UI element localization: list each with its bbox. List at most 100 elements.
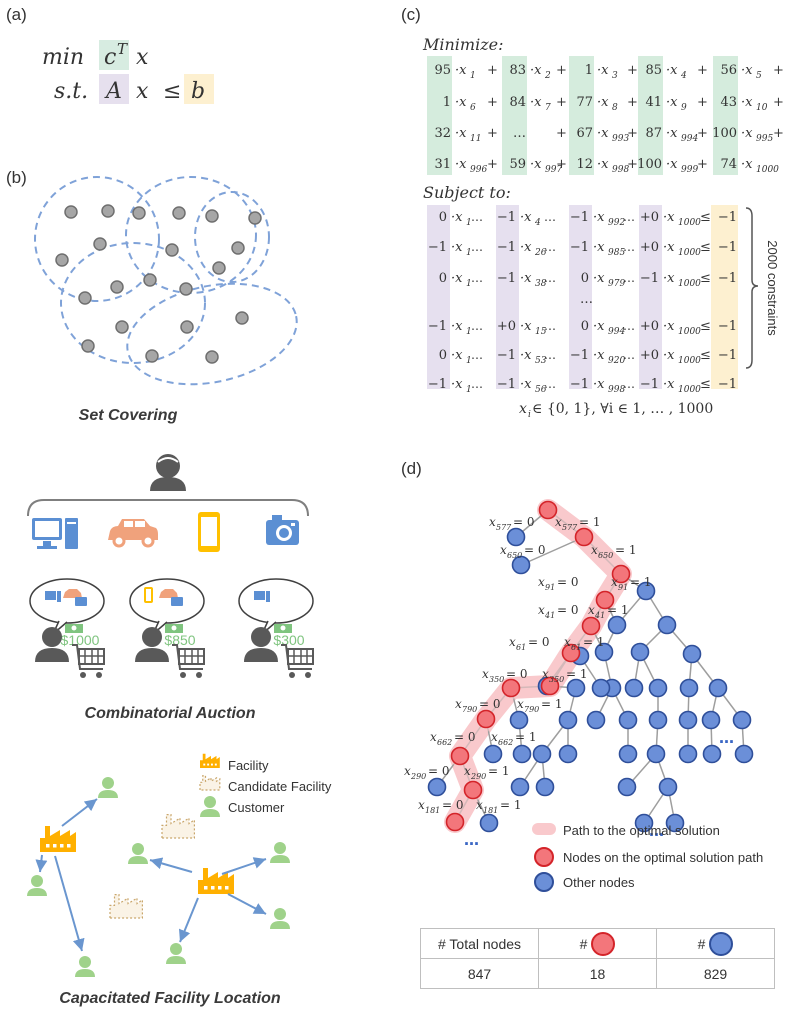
constraint-var-sub: 985 [608,248,625,258]
tree-node-optimal [445,812,465,832]
element-point [115,320,129,334]
tree-node-optimal [561,643,581,663]
element-point [180,320,194,334]
constraint-var-sub: 1 [466,218,472,228]
branch-label-var: x [404,764,411,778]
computer-icon [32,518,78,549]
tree-node-other [535,777,555,797]
mini-computer-icon [254,591,265,600]
total-nodes-value: 847 [420,958,539,989]
tree-node-optimal [574,527,594,547]
coef-column-highlight [713,56,738,175]
leq-sign: ≤ [700,348,711,363]
constraint-column-highlight [639,205,662,389]
constraint-var: ·x [520,271,532,286]
constraint-coef: −1 [497,377,516,392]
constraint-var-sub: 1 [466,327,472,337]
constraint-coef: −1 [497,271,516,286]
objective-var: ·x [666,63,678,78]
facility-diagram [27,753,290,977]
branch-label-var: x [464,764,471,778]
ellipsis-text: … [471,377,483,391]
constraint-coef: −1 [570,377,589,392]
constraint-column-highlight [427,205,450,389]
tree-node-other [665,813,685,833]
b-highlight [184,74,214,104]
constraint-var: ·x [593,319,605,334]
branch-label-value: = 0 [506,667,528,681]
customer-icon [270,842,290,863]
plus-sign: + [627,157,638,172]
hash-red: # [579,935,588,952]
constraint-var-sub: 998 [608,385,625,395]
objective-var: ·x [597,157,609,172]
constraint-var-sub: 15 [535,327,547,337]
assignment-arrow [149,857,193,873]
constraint-coef: −1 [570,240,589,255]
branch-label-var: x [517,697,524,711]
min-text: min [42,45,84,70]
element-point [145,349,159,363]
mini-tower-icon [57,591,61,602]
tree-node-other [658,777,678,797]
tree-node-other [511,555,531,575]
objective-coef: 74 [720,157,737,172]
constraint-var-sub: 979 [608,279,625,289]
minimize-label: Minimize: [422,35,504,54]
objective-var: ·x [597,126,609,141]
header-blue: # [656,928,775,959]
tree-node-optimal [476,709,496,729]
bidder-head-icon [251,627,271,647]
candidate-facility-icon [199,775,221,791]
branch-label-sub: 91 [618,583,628,592]
constraint-var-sub: 1000 [678,248,701,258]
tree-node-other [630,642,650,662]
constraint-coef: −1 [570,210,589,225]
tree-node-other [594,642,614,662]
legend-path-label: Path to the optimal solution [563,823,720,838]
branch-label-value: = 1 [579,515,601,529]
branch-label-sub: 662 [498,738,513,747]
legend-facility-label: Facility [228,758,269,773]
bidder-head-icon [142,627,162,647]
objective-var-sub: 6 [470,103,476,113]
tree-node-other [506,527,526,547]
objective-coef: 83 [509,63,526,78]
bidder-body-icon [35,648,69,662]
st-text: s.t. [54,79,88,104]
tree-node-other [624,678,644,698]
assignment-arrow [54,855,85,952]
element-point [235,311,249,325]
branch-label-sub: 181 [425,806,440,815]
objective-coef: 1 [443,95,451,110]
branch-label-value: = 1 [541,697,563,711]
customer-icon [270,908,290,929]
plus-sign: + [627,63,638,78]
plus-sign: + [487,126,498,141]
objective-var-sub: 3 [612,71,618,81]
objective-coef: 41 [645,95,662,110]
constraint-var-sub: 26 [534,248,547,258]
panel-a-formulation: min c T x s.t. A x ≤ b [42,40,214,104]
tree-node-other [678,710,698,730]
branch-label-sub: 662 [437,738,452,747]
facility-icon [40,826,76,852]
constraint-var: ·x [593,240,605,255]
constraint-var: ·x [451,348,463,363]
constraint-coef: +0 [640,348,659,363]
tree-node-other [510,777,530,797]
set-ellipse-4 [60,242,206,364]
assignment-arrow [221,857,267,875]
objective-var-sub: 1 [470,71,476,81]
objective-var-sub: 9 [681,103,687,113]
branch-label-var: x [591,543,598,557]
table-value-row: 847 18 829 [420,958,775,989]
branch-label-sub: 181 [483,806,498,815]
ellipsis-text: … [623,377,635,391]
constraint-var: ·x [663,319,675,334]
ellipsis-text: … [471,210,483,224]
vertical-ellipsis: … [580,292,593,307]
constraint-var: ·x [451,240,463,255]
